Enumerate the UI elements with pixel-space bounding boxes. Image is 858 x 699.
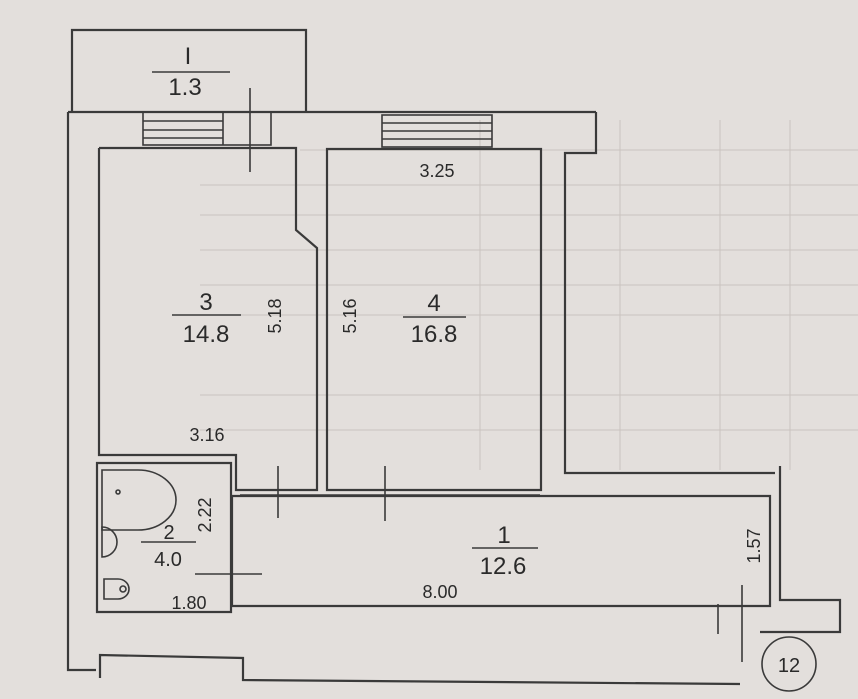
room-1-number: 1 [497, 522, 510, 549]
room-3-number: 3 [199, 289, 212, 316]
room-2-area: 4.0 [154, 549, 182, 571]
room-2-number: 2 [163, 522, 174, 544]
outer-wall-bottom-right [760, 466, 842, 634]
labels: I 1.3 3 14.8 4 16.8 2 4.0 1 12.6 3.25 3.… [154, 43, 800, 677]
outer-wall-left [66, 112, 96, 672]
dim-hall-length: 8.00 [422, 582, 457, 602]
balcony-area: 1.3 [168, 74, 201, 101]
sink-icon [101, 526, 118, 558]
dim-bath-height: 2.22 [195, 497, 215, 532]
drain-icon [115, 489, 121, 495]
apartment-number-circle [761, 636, 817, 692]
toilet-icon [103, 578, 130, 600]
room-1-area: 12.6 [480, 553, 527, 580]
apartment-number: 12 [778, 655, 800, 677]
room-1-outline [230, 494, 772, 608]
window-room3 [142, 111, 272, 146]
outer-wall-right-notch [563, 112, 775, 475]
room-3-area: 14.8 [183, 321, 230, 348]
background-table-grid [200, 120, 858, 470]
bathtub-icon [101, 469, 177, 531]
room-4-area: 16.8 [411, 321, 458, 348]
dim-room4-length: 5.16 [340, 298, 360, 333]
dim-bath-width: 1.80 [171, 593, 206, 613]
balcony [70, 28, 308, 112]
balcony-number: I [185, 43, 192, 70]
dim-room3-width: 3.16 [189, 425, 224, 445]
balcony-outline [70, 28, 308, 112]
room-4-number: 4 [427, 290, 440, 317]
dim-hall-width: 1.57 [744, 528, 764, 563]
room-4-outline [325, 147, 543, 492]
bathroom [95, 461, 262, 614]
outer-wall-bottom [98, 653, 741, 686]
window-room4 [381, 114, 493, 148]
dim-room4-width: 3.25 [419, 161, 454, 181]
dim-room3-length: 5.18 [265, 298, 285, 333]
room-3-outline [97, 146, 319, 492]
